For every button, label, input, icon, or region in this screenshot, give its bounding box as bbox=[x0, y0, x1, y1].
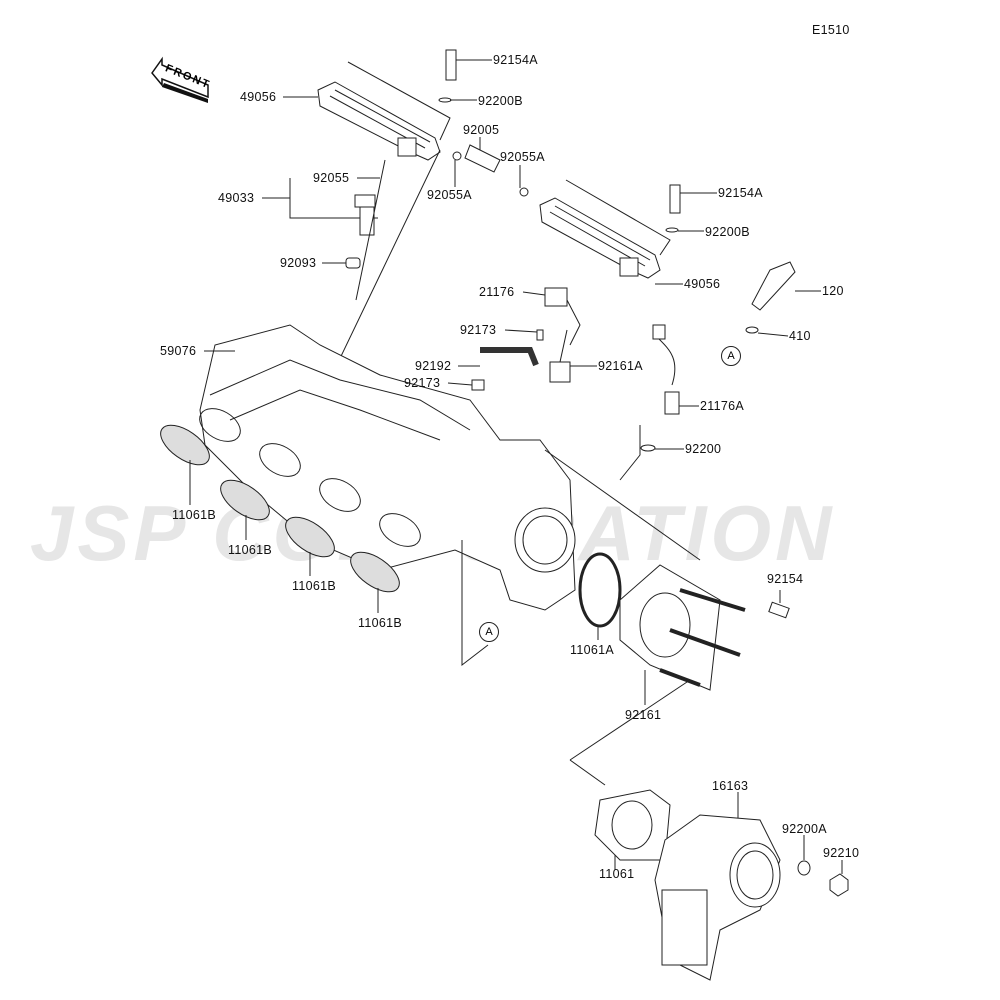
gaskets-11061B bbox=[160, 424, 400, 593]
part-label-92210[interactable]: 92210 bbox=[823, 846, 860, 860]
part-label-92173[interactable]: 92173 bbox=[404, 376, 441, 390]
part-label-92173[interactable]: 92173 bbox=[460, 323, 497, 337]
part-label-11061[interactable]: 11061 bbox=[599, 867, 635, 881]
front-arrow-icon bbox=[151, 56, 209, 103]
part-label-11061A[interactable]: 11061A bbox=[570, 643, 614, 657]
part-label-92055[interactable]: 92055 bbox=[313, 171, 350, 185]
part-label-11061B[interactable]: 11061B bbox=[228, 543, 272, 557]
part-label-49033[interactable]: 49033 bbox=[218, 191, 255, 205]
part-label-92161[interactable]: 92161 bbox=[625, 708, 662, 722]
part-label-92093[interactable]: 92093 bbox=[280, 256, 317, 270]
part-label-59076[interactable]: 59076 bbox=[160, 344, 197, 358]
part-label-21176[interactable]: 21176 bbox=[479, 285, 515, 299]
throttle-body bbox=[654, 814, 781, 981]
reference-marker-a: A bbox=[479, 622, 499, 642]
reference-marker-a: A bbox=[721, 346, 741, 366]
part-label-92200A[interactable]: 92200A bbox=[782, 822, 827, 836]
part-label-21176A[interactable]: 21176A bbox=[700, 399, 744, 413]
part-label-92161A[interactable]: 92161A bbox=[598, 359, 643, 373]
part-label-92200[interactable]: 92200 bbox=[685, 442, 722, 456]
part-label-92154[interactable]: 92154 bbox=[767, 572, 804, 586]
fuel-rail-top bbox=[317, 81, 441, 161]
part-label-49056[interactable]: 49056 bbox=[684, 277, 721, 291]
part-label-92200B[interactable]: 92200B bbox=[705, 225, 750, 239]
part-label-16163[interactable]: 16163 bbox=[712, 779, 749, 793]
part-label-11061B[interactable]: 11061B bbox=[172, 508, 216, 522]
part-label-92055A[interactable]: 92055A bbox=[500, 150, 545, 164]
part-label-92154A[interactable]: 92154A bbox=[493, 53, 538, 67]
part-label-410[interactable]: 410 bbox=[789, 329, 811, 343]
leader-lines bbox=[204, 59, 821, 603]
part-label-92192[interactable]: 92192 bbox=[415, 359, 452, 373]
part-label-11061B[interactable]: 11061B bbox=[292, 579, 336, 593]
part-label-92005[interactable]: 92005 bbox=[463, 123, 500, 137]
diagram-code: E1510 bbox=[812, 23, 850, 37]
fuel-rail-right bbox=[539, 197, 661, 279]
intake-manifold bbox=[199, 324, 576, 611]
part-label-92055A[interactable]: 92055A bbox=[427, 188, 472, 202]
part-label-92200B[interactable]: 92200B bbox=[478, 94, 523, 108]
part-label-120[interactable]: 120 bbox=[822, 284, 844, 298]
part-label-92154A[interactable]: 92154A bbox=[718, 186, 763, 200]
part-label-49056[interactable]: 49056 bbox=[240, 90, 277, 104]
front-direction-arrow: FRONT bbox=[150, 55, 212, 105]
part-label-11061B[interactable]: 11061B bbox=[358, 616, 402, 630]
